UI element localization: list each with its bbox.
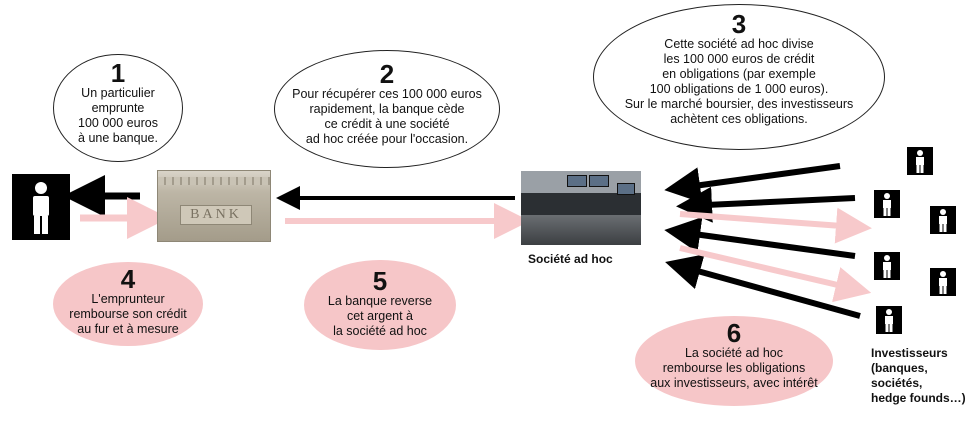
step-6-bubble: 6 La société ad hoc rembourse les obliga… bbox=[635, 316, 833, 406]
investors-label: Investisseurs (banques, sociétés, hedge … bbox=[871, 346, 966, 405]
step-4-number: 4 bbox=[120, 264, 136, 294]
step-3-bubble: 3 Cette société ad hoc divise les 100 00… bbox=[593, 4, 885, 150]
arrow-investor-4 bbox=[665, 254, 861, 319]
step-3-text: Cette société ad hoc divise les 100 000 … bbox=[624, 37, 854, 126]
arrow-investor-2 bbox=[676, 186, 856, 223]
arrow-investor-1 bbox=[664, 163, 841, 204]
step-1-number: 1 bbox=[110, 58, 126, 88]
investor-person-icon bbox=[907, 147, 933, 175]
bank-sign: BANK bbox=[180, 205, 252, 225]
borrower-person-icon bbox=[12, 174, 70, 240]
investor-person-icon bbox=[874, 190, 900, 218]
step-6-text: La société ad hoc rembourse les obligati… bbox=[650, 346, 818, 390]
investor-person-icon bbox=[874, 252, 900, 280]
step-5-bubble: 5 La banque reverse cet argent à la soci… bbox=[304, 260, 456, 350]
investor-person-icon bbox=[930, 206, 956, 234]
arrow-interest-1 bbox=[679, 207, 872, 244]
step-2-bubble: 2 Pour récupérer ces 100 000 euros rapid… bbox=[274, 50, 500, 168]
bank-building-icon: BANK bbox=[157, 170, 271, 242]
trading-room-icon bbox=[521, 171, 641, 245]
arrow-interest-2 bbox=[679, 245, 872, 303]
investor-person-icon bbox=[876, 306, 902, 334]
step-5-text: La banque reverse cet argent à la sociét… bbox=[327, 294, 433, 338]
step-5-number: 5 bbox=[372, 266, 388, 296]
step-3-number: 3 bbox=[731, 9, 747, 39]
step-4-bubble: 4 L'emprunteur rembourse son crédit au f… bbox=[53, 262, 203, 346]
step-4-text: L'emprunteur rembourse son crédit au fur… bbox=[69, 292, 187, 336]
step-6-number: 6 bbox=[726, 318, 742, 348]
step-1-bubble: 1 Un particulier emprunte 100 000 euros … bbox=[53, 54, 183, 162]
step-2-number: 2 bbox=[379, 59, 395, 89]
step-1-text: Un particulier emprunte 100 000 euros à … bbox=[78, 86, 158, 145]
investor-person-icon bbox=[930, 268, 956, 296]
arrow-investor-3 bbox=[664, 216, 856, 259]
spv-label: Société ad hoc bbox=[528, 252, 613, 266]
step-2-text: Pour récupérer ces 100 000 euros rapidem… bbox=[292, 87, 482, 146]
